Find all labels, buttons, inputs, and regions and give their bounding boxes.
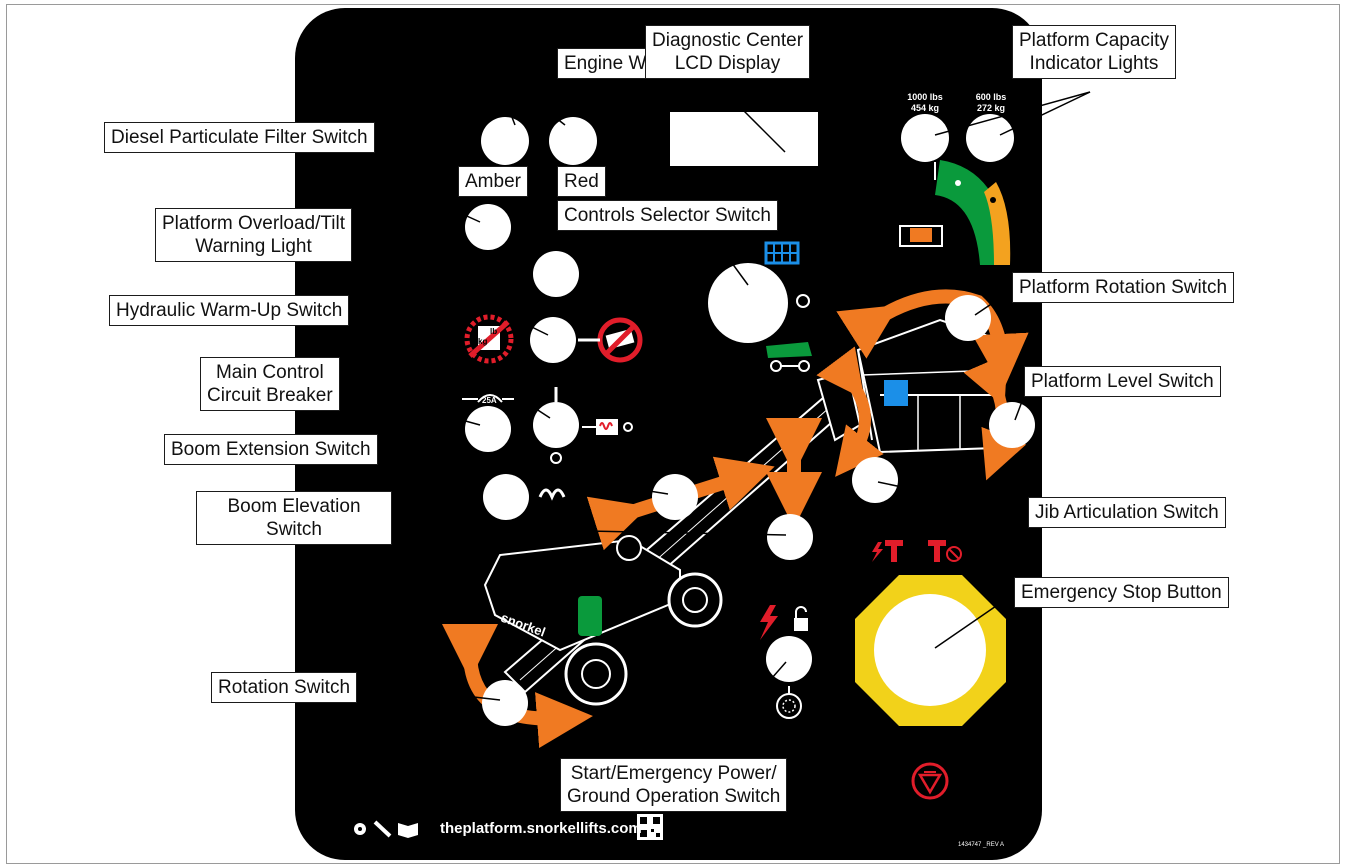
- capacity-600-lbs: 600 lbs: [975, 92, 1007, 102]
- red-label: Red: [557, 166, 606, 197]
- capacity-1000-kg: 454 kg: [910, 103, 940, 113]
- platform-rotation-switch[interactable]: [945, 295, 991, 341]
- qr-code-icon: [637, 814, 663, 840]
- overload-lb-text: lb: [490, 327, 498, 336]
- wrench-icon: [373, 820, 392, 838]
- dpf-switch[interactable]: [465, 204, 511, 250]
- start-emergency-power-switch[interactable]: [766, 636, 812, 682]
- controls-selector-switch[interactable]: [708, 263, 788, 343]
- emergency-stop-label: Emergency Stop Button: [1014, 577, 1229, 608]
- breaker-rating: 25A: [482, 396, 497, 405]
- overload-tilt-light: [530, 317, 576, 363]
- estop-pull-icons: [872, 540, 962, 562]
- lcd-display: [670, 112, 818, 166]
- platform-rotation-label: Platform Rotation Switch: [1012, 272, 1235, 303]
- tilt-warning-icon: [578, 317, 643, 363]
- jib-articulation-arrow: [816, 346, 884, 477]
- main-circuit-breaker[interactable]: [465, 406, 511, 452]
- capacity-600-label: 600 lbs 272 kg: [966, 92, 1016, 114]
- boom-extension-switch[interactable]: [652, 474, 698, 520]
- rotation-switch-label: Rotation Switch: [211, 672, 358, 703]
- capacity-light-600: [966, 114, 1014, 162]
- platform-basket: [856, 318, 1002, 454]
- emergency-stop-button[interactable]: [874, 594, 986, 706]
- capacity-arc: [934, 160, 1011, 265]
- ground-controls-icon: [766, 342, 812, 372]
- boom-elevation-switch[interactable]: [767, 514, 813, 560]
- amber-label: Amber: [458, 166, 528, 197]
- capacity-light-1000: [901, 114, 949, 162]
- part-number: 1434747 _REV A: [958, 842, 1005, 848]
- capacity-1000-lbs: 1000 lbs: [907, 92, 943, 102]
- machine-body: snorkel: [483, 535, 723, 706]
- capacity-600-kg: 272 kg: [976, 103, 1006, 113]
- amber-engine-light: [481, 117, 529, 165]
- jib-articulation-switch[interactable]: [852, 457, 898, 503]
- platform-level-switch[interactable]: [989, 402, 1035, 448]
- coil-switch[interactable]: [483, 474, 529, 520]
- dpf-switch-label: Diesel Particulate Filter Switch: [104, 122, 375, 153]
- platform-controls-icon: [764, 241, 800, 265]
- red-engine-light: [549, 117, 597, 165]
- platform-basket-icon: [899, 225, 943, 247]
- capacity-1000-label: 1000 lbs 454 kg: [900, 92, 950, 114]
- rotation-switch[interactable]: [482, 680, 528, 726]
- lightning-icon: [760, 605, 778, 640]
- boom-extension-label: Boom Extension Switch: [164, 434, 378, 465]
- emergency-stop-symbol-icon: [911, 762, 949, 800]
- diagram-frame: [6, 4, 1340, 864]
- blank-switch: [533, 251, 579, 297]
- website-text: theplatform.snorkellifts.com: [440, 820, 642, 837]
- hydraulic-warmup-label: Hydraulic Warm-Up Switch: [109, 295, 350, 326]
- heater-icon: [582, 419, 633, 435]
- overload-kg-text: kg: [478, 337, 488, 346]
- gear-icon: [354, 823, 366, 835]
- key-switch-icon: [776, 686, 802, 719]
- overload-icon: [464, 314, 514, 364]
- hydraulic-warmup-switch[interactable]: [533, 402, 579, 448]
- coil-icon: [538, 488, 566, 501]
- start-emergency-label: Start/Emergency Power/Ground Operation S…: [560, 758, 788, 812]
- platform-level-label: Platform Level Switch: [1024, 366, 1221, 397]
- jib-articulation-label: Jib Articulation Switch: [1028, 497, 1226, 528]
- book-icon: [398, 823, 418, 838]
- padlock-icon: [794, 606, 808, 631]
- controls-selector-label: Controls Selector Switch: [557, 200, 778, 231]
- leader-lines: [329, 85, 1091, 761]
